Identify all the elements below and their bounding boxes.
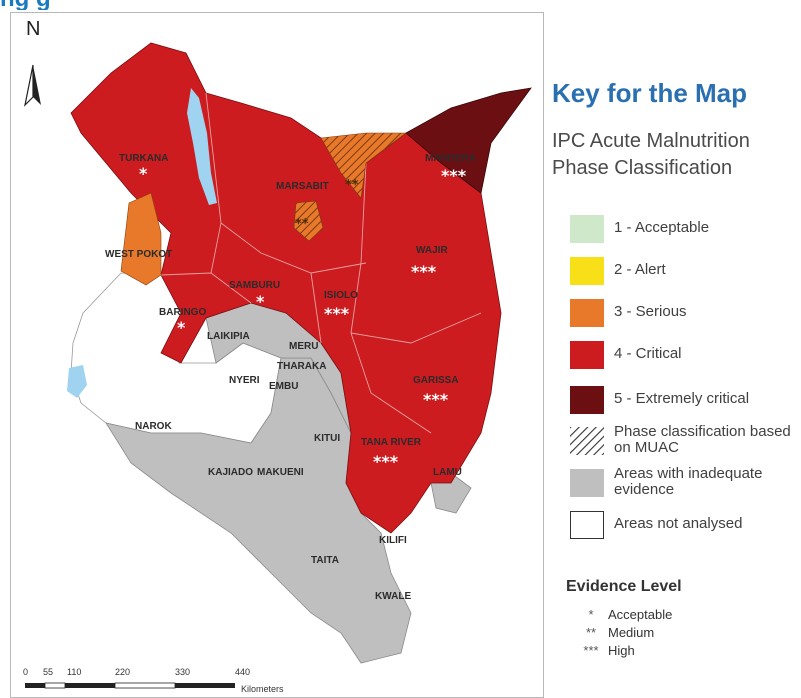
evidence-item-medium: ** Medium [574, 625, 654, 643]
legend-item-acceptable: 1 - Acceptable [570, 215, 800, 247]
stars-baringo: * [177, 318, 186, 337]
scale-tick-55: 55 [43, 667, 53, 677]
legend-subtitle-line2: Phase Classification [552, 157, 733, 179]
evidence-stars-high: *** [583, 643, 599, 658]
map-legend: Key for the Map IPC Acute Malnutrition P… [552, 70, 801, 690]
legend-item-inadequate: Areas with inadequate evidence [570, 465, 800, 501]
label-mandera: MANDERA [425, 153, 476, 164]
evidence-stars-medium: ** [585, 625, 597, 640]
label-kwale: KWALE [375, 591, 411, 602]
label-laikipia: LAIKIPIA [207, 331, 250, 342]
legend-item-critical: 4 - Critical [570, 341, 800, 373]
scale-tick-330: 330 [175, 667, 190, 677]
stars-samburu: * [256, 292, 265, 311]
label-kitui: KITUI [314, 433, 340, 444]
stars-mandera: *** [441, 166, 467, 185]
legend-label-inadequate: Areas with inadequate evidence [614, 465, 763, 498]
label-kilifi: KILIFI [379, 535, 407, 546]
scale-tick-440: 440 [235, 667, 250, 677]
scale-bar: 0 55 110 220 330 440 Kilometers [23, 667, 284, 694]
label-nyeri: NYERI [229, 375, 260, 386]
legend-item-serious: 3 - Serious [570, 299, 800, 331]
stars-tana-river: *** [373, 452, 399, 471]
legend-item-alert: 2 - Alert [570, 257, 800, 289]
region-serious-muac-marsabit [293, 200, 324, 242]
swatch-extremely-critical [570, 386, 604, 414]
legend-subtitle-line1: IPC Acute Malnutrition [552, 130, 750, 152]
scale-tick-110: 110 [67, 667, 81, 677]
evidence-label-acceptable: Acceptable [608, 607, 673, 622]
legend-label-alert: 2 - Alert [614, 261, 666, 278]
label-samburu: SAMBURU [229, 280, 280, 291]
legend-label-not-analysed: Areas not analysed [614, 515, 743, 532]
stars-wajir: *** [411, 262, 437, 281]
legend-label-extremely-critical: 5 - Extremely critical [614, 390, 750, 407]
stars-isiolo: *** [324, 304, 350, 323]
lake-turkana-icon [187, 88, 217, 205]
swatch-acceptable [570, 215, 604, 243]
county-borders [160, 92, 482, 434]
swatch-serious [570, 299, 604, 327]
scale-tick-220: 220 [115, 667, 130, 677]
legend-label-critical: 4 - Critical [614, 345, 682, 362]
label-turkana: TURKANA [119, 153, 168, 164]
region-inadequate-evidence-south [105, 357, 412, 664]
scale-tick-0: 0 [23, 667, 28, 677]
label-makueni: MAKUENI [257, 467, 304, 478]
evidence-label-medium: Medium [608, 625, 655, 640]
label-west-pokot: WEST POKOT [105, 249, 172, 260]
region-mandera-extremely-critical [405, 87, 532, 194]
page-heading-fragment: ng g [0, 0, 801, 10]
stars-garissa: *** [423, 390, 449, 409]
evidence-label-high: High [608, 643, 635, 658]
label-tharaka: THARAKA [277, 361, 326, 372]
stars-marsabit: ** [345, 178, 359, 193]
scale-unit: Kilometers [241, 684, 284, 694]
stars-turkana: * [139, 164, 148, 183]
legend-item-not-analysed: Areas not analysed [570, 511, 800, 543]
label-taita: TAITA [311, 555, 339, 566]
label-baringo: BARINGO [159, 307, 206, 318]
legend-item-muac: Phase classification based on MUAC [570, 423, 800, 459]
label-isiolo: ISIOLO [324, 290, 358, 301]
label-garissa: GARISSA [413, 375, 459, 386]
label-narok: NAROK [135, 421, 172, 432]
evidence-item-acceptable: * Acceptable [574, 607, 672, 625]
swatch-inadequate [570, 469, 604, 497]
region-west-pokot-serious [120, 192, 162, 286]
label-kajiado: KAJIADO [208, 467, 253, 478]
evidence-stars-acceptable: * [588, 607, 594, 622]
legend-label-serious: 3 - Serious [614, 303, 687, 320]
legend-label-muac: Phase classification based on MUAC [614, 423, 791, 456]
north-arrow-icon [24, 64, 41, 107]
label-lamu: LAMU [433, 467, 462, 478]
legend-label-acceptable: 1 - Acceptable [614, 219, 710, 236]
evidence-title: Evidence Level [566, 578, 682, 595]
region-serious-muac-north [320, 132, 407, 199]
label-embu: EMBU [269, 381, 298, 392]
swatch-critical [570, 341, 604, 369]
legend-title: Key for the Map [552, 78, 748, 108]
kenya-map: N TURKANA * MA [23, 18, 532, 694]
label-marsabit: MARSABIT [276, 181, 329, 192]
lake-victoria-icon [67, 365, 87, 398]
kenya-map-frame: N TURKANA * MA [10, 12, 544, 698]
label-tana-river: TANA RIVER [361, 437, 422, 448]
evidence-item-high: *** High [574, 643, 635, 661]
swatch-alert [570, 257, 604, 285]
label-wajir: WAJIR [416, 245, 448, 256]
stars-marsabit-inner: ** [295, 217, 309, 232]
swatch-hatch-icon [570, 427, 604, 455]
legend-subtitle: IPC Acute Malnutrition Phase Classificat… [552, 128, 801, 182]
north-label: N [26, 18, 40, 40]
label-meru: MERU [289, 341, 318, 352]
swatch-not-analysed [570, 511, 604, 539]
legend-item-extremely-critical: 5 - Extremely critical [570, 386, 800, 418]
